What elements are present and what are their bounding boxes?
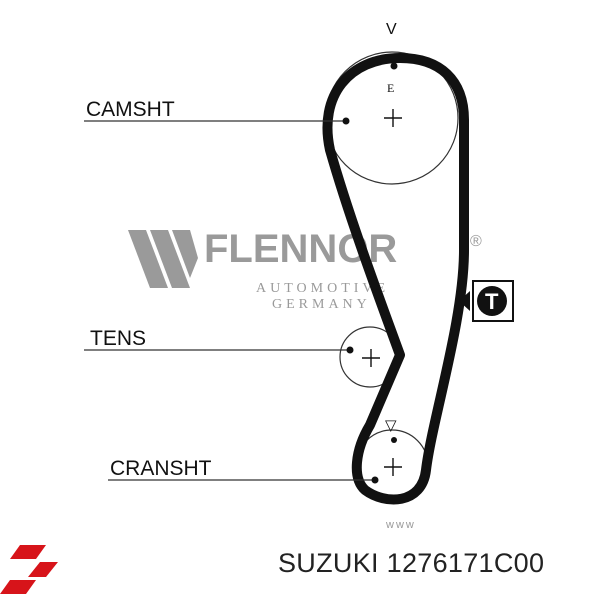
timing-belt: [322, 53, 469, 505]
flennor-watermark: FLENNOR ® AUTOMOTIVE GERMANY www: [128, 227, 482, 531]
camshaft-label: CAMSHT: [86, 98, 175, 121]
watermark-line-2: GERMANY: [272, 297, 371, 312]
part-caption: SUZUKI 1276171C00: [278, 548, 544, 579]
top-timing-mark: V: [386, 21, 397, 38]
crank-timing-mark: ▽: [385, 416, 397, 434]
registered-mark: ®: [470, 233, 482, 250]
crank-top-dot: [391, 437, 397, 443]
e-timing-mark: E: [387, 81, 394, 95]
camshaft-leader: [84, 117, 350, 125]
tensioner-leader: [84, 346, 354, 354]
top-mark-dot: [390, 62, 398, 70]
tensioner-icon-letter: T: [485, 289, 499, 314]
crankshaft-center-mark: [384, 458, 402, 476]
watermark-url: www: [385, 519, 416, 531]
tensioner-icon: T: [459, 280, 514, 322]
camshaft-center-mark: [384, 109, 402, 127]
crankshaft-leader: [108, 476, 379, 484]
tensioner-center-mark: [362, 349, 380, 367]
watermark-line-1: AUTOMOTIVE: [256, 281, 389, 296]
flennor-logo-mark: [128, 230, 198, 288]
part-number: 1276171C00: [386, 548, 545, 578]
crankshaft-label: CRANSHT: [110, 457, 212, 480]
suzuki-logo: [0, 545, 58, 594]
brand-name: SUZUKI: [278, 548, 379, 578]
tensioner-label: TENS: [90, 327, 146, 350]
